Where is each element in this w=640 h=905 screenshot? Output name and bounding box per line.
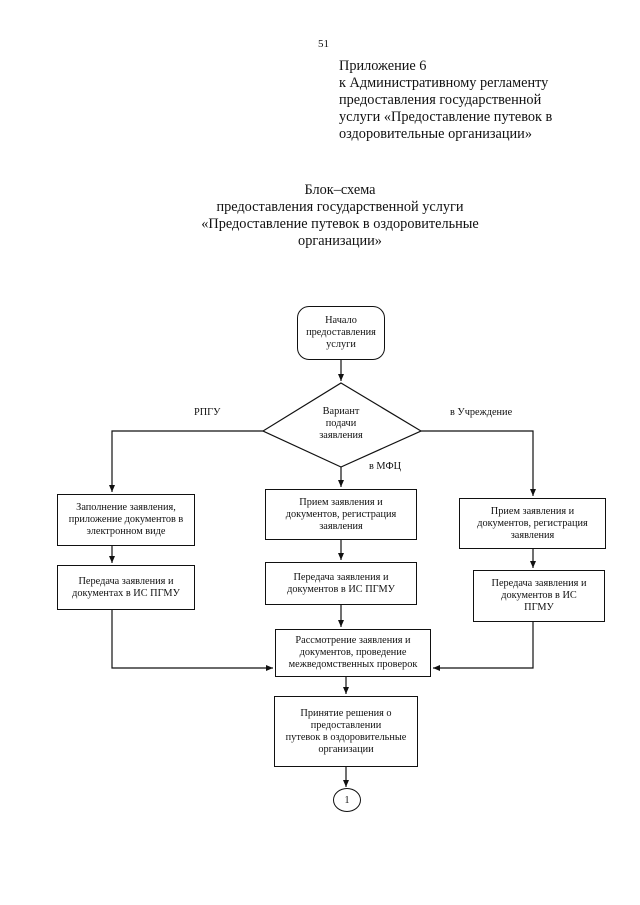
appendix-line: предоставления государственной	[339, 92, 542, 108]
left-step2-label: Передача заявления и документах в ИС ПГМ…	[72, 575, 180, 599]
final-decision-step: Принятие решения о предоставлении путево…	[274, 696, 418, 767]
review-step: Рассмотрение заявления и документов, про…	[275, 629, 431, 677]
review-label: Рассмотрение заявления и документов, про…	[288, 635, 418, 670]
page-connector: 1	[333, 788, 361, 812]
right-step1-label: Прием заявления и документов, регистраци…	[477, 505, 588, 541]
center-step2-label: Передача заявления и документов в ИС ПГМ…	[287, 571, 395, 595]
final-decision-label: Принятие решения о предоставлении путево…	[285, 707, 407, 755]
branch-label-rpgu: РПГУ	[194, 407, 221, 418]
appendix-line: услуги «Предоставление путевок в	[339, 109, 553, 125]
scheme-title-line: «Предоставление путевок в оздоровительны…	[201, 216, 479, 232]
appendix-line: Приложение 6	[339, 58, 427, 74]
arrow-left-to-review	[111, 610, 273, 671]
arrow-decision-to-right	[421, 430, 536, 496]
right-step-receive: Прием заявления и документов, регистраци…	[459, 498, 606, 549]
left-step-transfer: Передача заявления и документах в ИС ПГМ…	[57, 565, 195, 610]
appendix-line: оздоровительные организации»	[339, 126, 532, 142]
branch-label-mfc: в МФЦ	[369, 461, 402, 472]
scheme-title: Блок–схема предоставления государственно…	[150, 182, 530, 250]
right-step-transfer: Передача заявления и документов в ИС ПГМ…	[473, 570, 605, 622]
page-number: 51	[318, 38, 329, 50]
left-step1-label: Заполнение заявления, приложение докумен…	[68, 502, 184, 537]
decision-label: Вариант подачи заявления	[319, 406, 363, 441]
branch-label-institution: в Учреждение	[450, 407, 513, 418]
scheme-title-line: Блок–схема	[304, 182, 376, 198]
center-step1-label: Прием заявления и документов, регистраци…	[285, 496, 397, 532]
scheme-title-line: предоставления государственной услуги	[216, 199, 464, 215]
appendix-header: Приложение 6 к Административному регламе…	[339, 58, 619, 143]
appendix-line: к Административному регламенту	[339, 75, 549, 91]
start-label: Начало предоставления услуги	[306, 315, 376, 350]
scheme-title-line: организации»	[298, 233, 382, 249]
connector-label: 1	[344, 794, 350, 806]
center-step-receive: Прием заявления и документов, регистраци…	[265, 489, 417, 540]
left-step-fill-application: Заполнение заявления, приложение докумен…	[57, 494, 195, 546]
arrow-right-to-review	[433, 622, 534, 671]
center-step-transfer: Передача заявления и документов в ИС ПГМ…	[265, 562, 417, 605]
arrow-decision-to-left	[109, 430, 263, 492]
right-step2-label: Передача заявления и документов в ИС ПГМ…	[491, 578, 587, 613]
start-node: Начало предоставления услуги	[297, 306, 385, 360]
